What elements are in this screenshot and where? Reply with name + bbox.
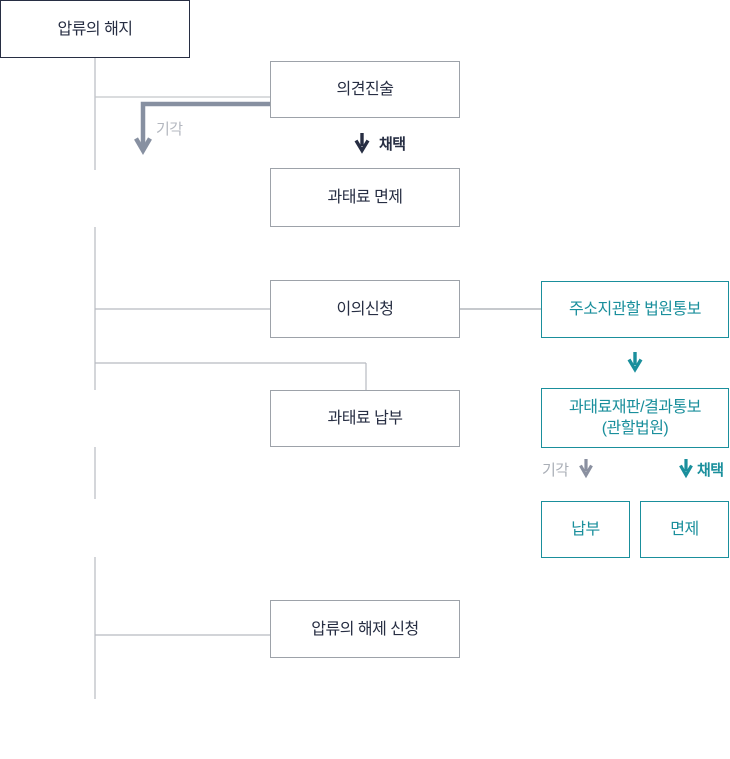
label-adopted-top: 채택 [379, 136, 406, 153]
arrow-adopted-bottom-icon [679, 459, 693, 479]
node-exemption: 면제 [640, 501, 729, 558]
label-rejected-bottom: 기각 [542, 462, 569, 479]
fine-trial-line2: (관할법원) [601, 420, 669, 437]
node-fine-trial-result: 과태료재판/결과통보 (관할법원) [541, 388, 729, 448]
node-seizure-cancellation: 압류의 해지 [0, 0, 190, 58]
arrow-rejected-elbow-icon [134, 101, 270, 155]
node-opinion-statement: 의견진술 [270, 61, 460, 118]
fine-trial-line1: 과태료재판/결과통보 [569, 399, 701, 416]
node-objection: 이의신청 [270, 280, 460, 338]
node-fine-exemption: 과태료 면제 [270, 168, 460, 227]
node-seizure-release-request: 압류의 해제 신청 [270, 600, 460, 658]
node-fine-payment: 과태료 납부 [270, 390, 460, 447]
node-payment: 납부 [541, 501, 630, 558]
arrow-adopted-top-icon [354, 133, 370, 154]
arrow-court-flow-icon [627, 352, 643, 373]
label-adopted-bottom: 채택 [697, 462, 724, 479]
node-court-notification: 주소지관할 법원통보 [541, 281, 729, 338]
label-rejected-top: 기각 [156, 121, 183, 138]
arrow-rejected-bottom-icon [579, 459, 593, 479]
